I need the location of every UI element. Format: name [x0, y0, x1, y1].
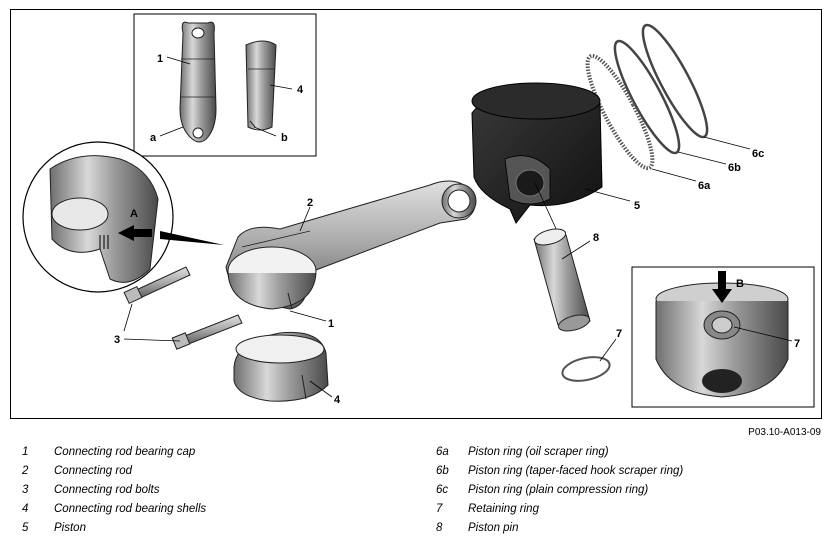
reference-code: P03.10-A013-09 [748, 427, 821, 438]
arrow-b-icon [712, 271, 732, 303]
retaining-ring: 7 [561, 328, 622, 382]
callout-6b: 6b [728, 162, 741, 174]
connecting-rod: 2 1 [225, 180, 477, 330]
piston: 5 [471, 82, 640, 224]
callout-A: A [130, 208, 138, 220]
circular-inset-detail: A [22, 141, 224, 293]
exploded-view-diagram: 1 4 a b 6c 6b 6a 5 8 [10, 9, 822, 419]
callout-1-inset: 1 [157, 53, 163, 65]
callout-B: B [736, 278, 744, 290]
bearing-shell-inset [245, 40, 277, 131]
bearing-cap-inset [179, 21, 217, 143]
callout-1: 1 [328, 318, 334, 330]
arrow-a-icon [118, 225, 152, 241]
callout-7: 7 [616, 328, 622, 340]
inset-piston-detail: B 7 [631, 266, 815, 408]
piston-rings: 6c 6b 6a [585, 23, 764, 192]
callout-4-inset: 4 [297, 84, 304, 96]
connecting-rod-bolts: 3 [114, 266, 243, 350]
connecting-rod-bearing-shells: 4 [233, 331, 341, 406]
callout-2: 2 [307, 197, 313, 209]
callout-a: a [150, 132, 157, 144]
callout-8: 8 [593, 232, 599, 244]
callout-4: 4 [334, 394, 341, 406]
callout-3: 3 [114, 334, 120, 346]
callout-5: 5 [634, 200, 640, 212]
inset-bearing-detail: 1 4 a b [133, 13, 317, 157]
piston-ring-6c [641, 23, 709, 139]
callout-b: b [281, 132, 288, 144]
callout-6c: 6c [752, 148, 764, 160]
callout-7-inset: 7 [794, 338, 800, 350]
piston-pin: 8 [533, 182, 599, 332]
piston-ring-6a [585, 53, 655, 171]
callout-6a: 6a [698, 180, 711, 192]
